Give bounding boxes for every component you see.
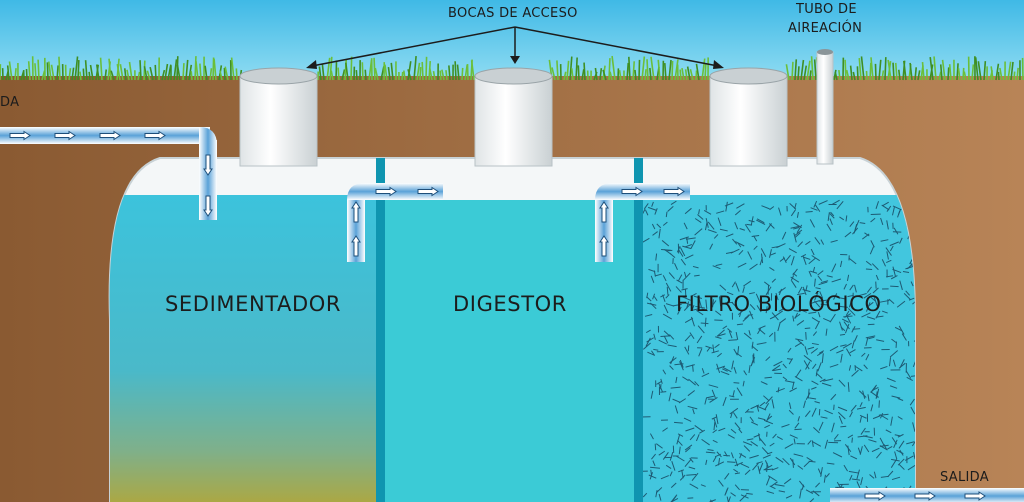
aeration-tube-label-line1: TUBO DE — [796, 2, 857, 17]
chamber-digestor-label: DIGESTOR — [453, 292, 567, 316]
access-port-3 — [709, 67, 788, 167]
access-callout-arrowheads — [306, 56, 724, 69]
inlet-label: DA — [0, 95, 20, 110]
access-callout-lines — [311, 26, 719, 67]
outlet-label: SALIDA — [940, 470, 989, 485]
access-ports-label: BOCAS DE ACCESO — [448, 6, 578, 21]
flow-arrow-icon — [9, 130, 986, 501]
chamber-filtro-label: FILTRO BIOLÓGICO — [676, 292, 882, 316]
chamber-sedimentador-label: SEDIMENTADOR — [165, 292, 342, 316]
divider-2 — [634, 158, 643, 502]
sedimentador-water — [109, 195, 380, 502]
grass — [0, 55, 1024, 81]
aeration-tube-label-line2: AIREACIÓN — [788, 21, 863, 36]
filtro-water — [638, 195, 916, 502]
access-port-1 — [239, 67, 318, 167]
filter-media — [638, 199, 916, 502]
access-port-2 — [474, 67, 553, 167]
divider-1 — [376, 158, 385, 502]
aeration-tube — [816, 49, 834, 165]
